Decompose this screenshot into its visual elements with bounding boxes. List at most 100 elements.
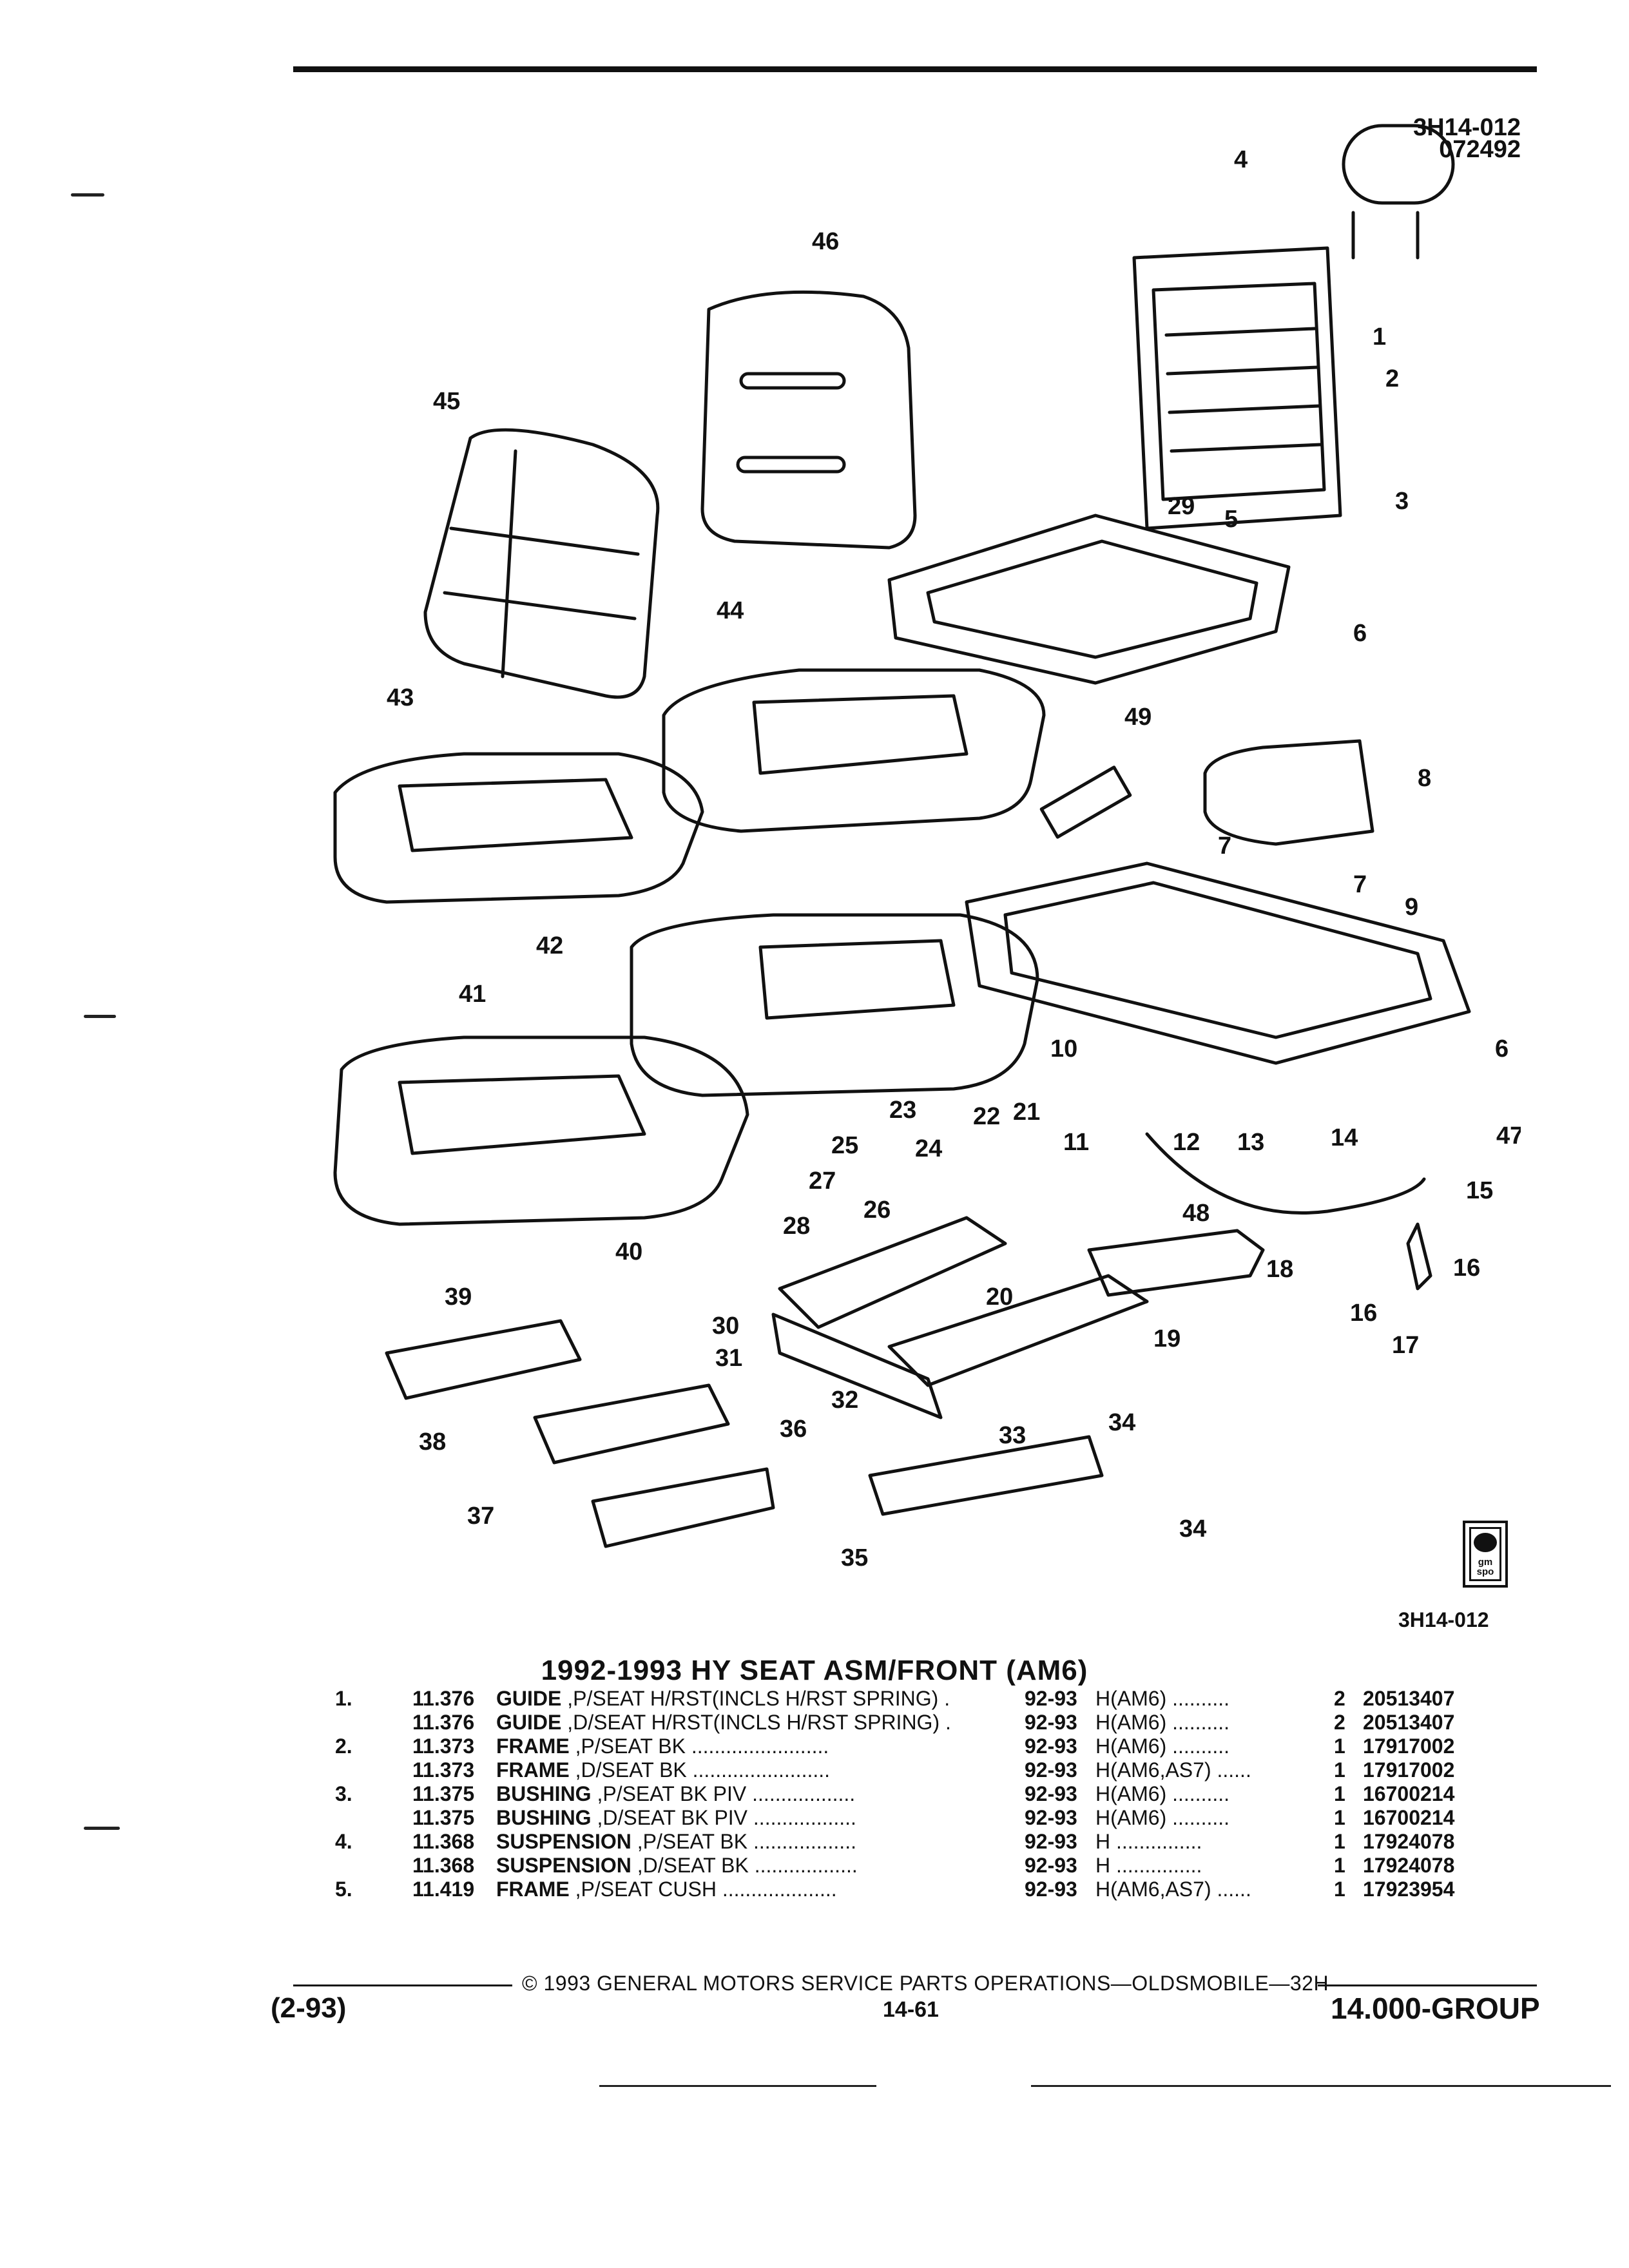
callout-label: 24 bbox=[915, 1135, 942, 1162]
callout-label: 31 bbox=[715, 1345, 742, 1372]
parts-group-code: 11.376 bbox=[412, 1711, 475, 1734]
parts-description: BUSHING ,D/SEAT BK PIV .................… bbox=[496, 1806, 1025, 1830]
callout-label: 39 bbox=[445, 1283, 472, 1311]
parts-part-number: 17923954 bbox=[1363, 1878, 1455, 1901]
parts-years: 92-93 bbox=[1025, 1806, 1077, 1829]
parts-part-number: 17924078 bbox=[1363, 1854, 1455, 1877]
manual-track-illustration bbox=[385, 1319, 730, 1465]
side-cover-illustration bbox=[868, 1435, 1104, 1516]
parts-detail: ,P/SEAT BK ........................ bbox=[569, 1735, 829, 1758]
seat-back-frame-illustration bbox=[1132, 246, 1342, 530]
parts-part-number: 17917002 bbox=[1363, 1758, 1455, 1782]
callout-label: 25 bbox=[831, 1132, 858, 1159]
parts-item-number: 2. bbox=[335, 1735, 352, 1758]
callout-label: 6 bbox=[1353, 620, 1367, 647]
parts-years: 92-93 bbox=[1025, 1878, 1077, 1901]
parts-item-number: 5. bbox=[335, 1878, 352, 1901]
parts-years: 92-93 bbox=[1025, 1711, 1077, 1734]
cushion-pad-lower-illustration bbox=[630, 913, 1039, 1097]
callout-label: 38 bbox=[419, 1428, 446, 1456]
exploded-seat-diagram: 1 2 3 29 5 6 6 7 7 8 9 10 11 12 13 14 15… bbox=[333, 124, 1521, 1571]
parts-usage: H(AM6) .......... bbox=[1095, 1806, 1230, 1829]
parts-part-number: 17917002 bbox=[1363, 1735, 1455, 1758]
parts-years: 92-93 bbox=[1025, 1854, 1077, 1877]
callout-label: 41 bbox=[459, 981, 486, 1008]
top-rule bbox=[293, 66, 1537, 72]
callout-label: 19 bbox=[1153, 1325, 1181, 1352]
parts-table: 1. 11.376 GUIDE ,P/SEAT H/RST(INCLS H/RST … bbox=[335, 1687, 1505, 1901]
callout-label: 49 bbox=[1124, 704, 1152, 731]
parts-item-number bbox=[335, 1711, 412, 1735]
callout-label: 10 bbox=[1050, 1035, 1077, 1062]
callout-label: 20 bbox=[986, 1283, 1013, 1311]
bottom-rule bbox=[1031, 2085, 1611, 2087]
parts-part-number: 17924078 bbox=[1363, 1830, 1455, 1853]
callout-label: 23 bbox=[889, 1097, 916, 1124]
callout-label: 9 bbox=[1405, 894, 1418, 921]
gm-spo-logo-text: gm spo bbox=[1476, 1557, 1494, 1577]
callout-label: 42 bbox=[536, 932, 563, 959]
parts-description: GUIDE ,P/SEAT H/RST(INCLS H/RST SPRING) … bbox=[496, 1687, 1025, 1711]
parts-part-number: 16700214 bbox=[1363, 1806, 1455, 1829]
parts-name: SUSPENSION bbox=[496, 1854, 631, 1877]
parts-usage: H(AM6,AS7) ...... bbox=[1095, 1758, 1251, 1782]
parts-usage: H(AM6) .......... bbox=[1095, 1711, 1230, 1734]
parts-name: SUSPENSION bbox=[496, 1830, 631, 1853]
headrest-illustration bbox=[1342, 124, 1455, 260]
callout-label: 14 bbox=[1331, 1124, 1358, 1151]
callout-label: 6 bbox=[1495, 1035, 1509, 1062]
parts-description: FRAME ,P/SEAT CUSH .................... bbox=[496, 1878, 1025, 1901]
parts-name: GUIDE bbox=[496, 1687, 562, 1710]
parts-years: 92-93 bbox=[1025, 1758, 1077, 1782]
callout-label: 47 bbox=[1496, 1122, 1521, 1149]
parts-quantity: 1 bbox=[1334, 1830, 1345, 1853]
parts-item-number: 1. bbox=[335, 1687, 352, 1710]
page-number: 14-61 bbox=[883, 1997, 939, 2022]
parts-detail: ,D/SEAT BK ........................ bbox=[569, 1758, 831, 1782]
callout-label: 43 bbox=[387, 684, 414, 711]
parts-quantity: 1 bbox=[1334, 1782, 1345, 1805]
callout-label: 37 bbox=[467, 1503, 494, 1530]
callout-label: 34 bbox=[1179, 1515, 1206, 1542]
callout-label: 46 bbox=[812, 228, 839, 255]
page-title: 1992-1993 HY SEAT ASM/FRONT (AM6) bbox=[541, 1655, 1088, 1686]
callout-label: 35 bbox=[841, 1544, 868, 1571]
figure-id-bottom: 3H14-012 bbox=[1398, 1608, 1489, 1631]
seat-back-trim-illustration bbox=[423, 428, 660, 699]
callout-label: 40 bbox=[615, 1238, 642, 1265]
parts-detail: ,P/SEAT CUSH .................... bbox=[569, 1878, 837, 1901]
seat-cushion-lower-frame-illustration bbox=[965, 861, 1471, 1065]
callout-label: 2 bbox=[1385, 365, 1399, 392]
footer-rule-left bbox=[293, 1984, 512, 1986]
margin-mark bbox=[71, 193, 104, 197]
callout-label: 1 bbox=[1373, 323, 1386, 351]
parts-group-code: 11.368 bbox=[412, 1854, 475, 1877]
release-cable-illustration bbox=[1145, 1132, 1426, 1215]
group-number: 14.000-GROUP bbox=[1331, 1992, 1540, 2025]
parts-group-code: 11.375 bbox=[412, 1782, 475, 1805]
parts-quantity: 1 bbox=[1334, 1806, 1345, 1829]
parts-usage: H(AM6,AS7) ...... bbox=[1095, 1878, 1251, 1901]
callout-label: 18 bbox=[1266, 1256, 1293, 1283]
parts-part-number: 16700214 bbox=[1363, 1782, 1455, 1805]
parts-detail: ,P/SEAT BK PIV .................. bbox=[591, 1782, 856, 1805]
callout-label: 3 bbox=[1395, 488, 1409, 515]
callout-label: 33 bbox=[999, 1422, 1026, 1449]
table-row: 5. 11.419 FRAME ,P/SEAT CUSH .............… bbox=[335, 1878, 1505, 1901]
callout-label: 11 bbox=[1063, 1129, 1089, 1156]
parts-item-number: 3. bbox=[335, 1782, 352, 1805]
parts-group-code: 11.419 bbox=[412, 1878, 475, 1901]
parts-name: FRAME bbox=[496, 1758, 570, 1782]
parts-usage: H(AM6) .......... bbox=[1095, 1782, 1230, 1805]
margin-mark bbox=[84, 1015, 116, 1018]
callout-label: 17 bbox=[1392, 1332, 1419, 1359]
parts-quantity: 2 bbox=[1334, 1711, 1345, 1734]
parts-name: BUSHING bbox=[496, 1782, 592, 1805]
parts-years: 92-93 bbox=[1025, 1735, 1077, 1758]
